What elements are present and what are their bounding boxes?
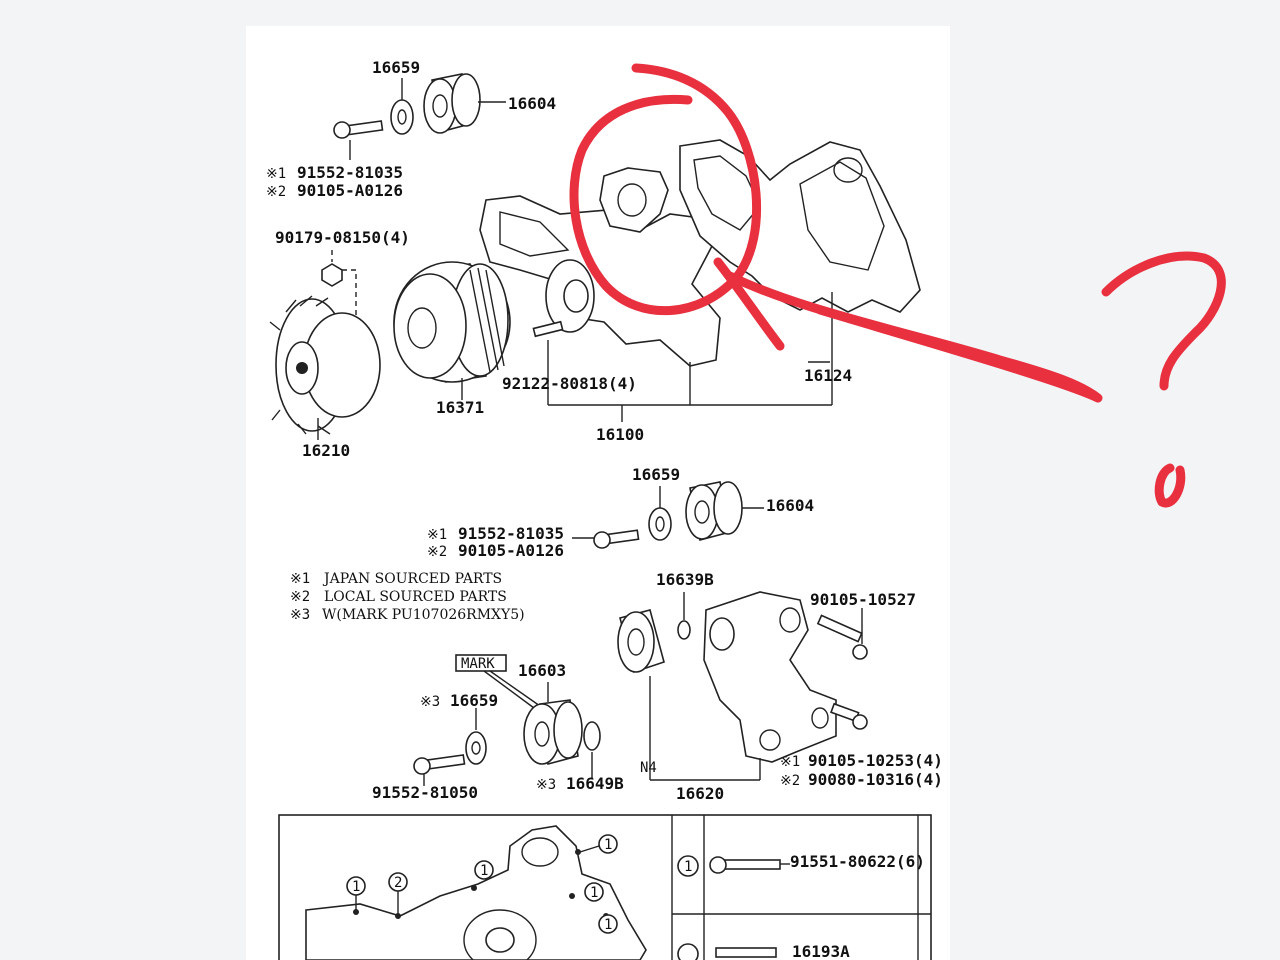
red-annotation — [569, 63, 1226, 508]
callout-1-c: 1 — [604, 837, 612, 853]
note-japan-sourced: JAPAN SOURCED PARTS — [322, 571, 502, 587]
label-bolt-a-1: 91552-81035 — [297, 163, 403, 182]
bolt-90105-10527 — [816, 614, 868, 660]
annotation-question-dot — [1154, 463, 1186, 508]
washer-16659-top — [390, 99, 414, 135]
fan-clutch-16210 — [269, 295, 381, 435]
mark-2-mid: ※2 — [427, 544, 447, 560]
mark-2-bracket: ※2 — [780, 773, 800, 789]
label-lower-16659: 16659 — [450, 691, 498, 710]
label-idler-16639b: 16639B — [656, 570, 714, 589]
idler-16604-mid — [685, 481, 743, 541]
label-gasket: 16124 — [804, 366, 852, 385]
label-stud: 92122-80818(4) — [502, 374, 637, 393]
label-n4: N4 — [640, 760, 657, 776]
water-pump-group: 92122-80818(4) 16100 16124 — [479, 139, 921, 444]
label-bolt-c-1: 90105-10253(4) — [808, 751, 943, 770]
callout-1-a: 1 — [352, 879, 360, 895]
bolt-90105-10253 — [830, 702, 868, 730]
notes-legend: ※1 JAPAN SOURCED PARTS ※2 LOCAL SOURCED … — [290, 571, 525, 623]
callout-1-f: 1 — [684, 859, 692, 875]
label-fan-clutch: 16210 — [302, 441, 350, 460]
label-idler-16603: 16603 — [518, 661, 566, 680]
bracket-16620 — [703, 591, 837, 763]
note-mark: W(MARK PU107026RMXY5) — [322, 607, 525, 623]
nut-icon — [321, 263, 343, 287]
mark-1-mid: ※1 — [427, 527, 447, 543]
label-mid-16659: 16659 — [632, 465, 680, 484]
label-top-16659: 16659 — [372, 58, 420, 77]
gasket-16124 — [679, 139, 921, 313]
label-bolt-10527: 90105-10527 — [810, 590, 916, 609]
pump-outline-detail — [305, 825, 647, 960]
callout-1-b: 1 — [480, 863, 488, 879]
annotation-circle — [569, 63, 762, 316]
washer-16659-lower — [465, 731, 487, 765]
label-bolt-a-2: 90105-A0126 — [297, 181, 403, 200]
stud-92122 — [532, 320, 564, 338]
mark-1-top: ※1 — [266, 166, 286, 182]
washer-16649b — [583, 721, 601, 751]
label-bolt-b-1: 91552-81035 — [458, 524, 564, 543]
label-mid-16604: 16604 — [766, 496, 814, 515]
note-local-sourced: LOCAL SOURCED PARTS — [324, 589, 507, 605]
tensioner-group: 16639B 90105-10527 N4 16620 ※1 — [617, 570, 943, 803]
annotation-question-mark — [1101, 251, 1226, 391]
lower-idler-group: MARK 16603 ※3 16659 91552-81050 ※3 16649… — [372, 654, 624, 802]
washer-16639b — [677, 620, 691, 640]
label-bolt-80622: 91551-80622(6) — [790, 852, 925, 871]
label-mark: MARK — [461, 656, 495, 672]
label-pump-assy: 16100 — [596, 425, 644, 444]
callout-2: 2 — [394, 875, 402, 891]
label-bracket-16620: 16620 — [676, 784, 724, 803]
part-16193a-icon — [715, 947, 777, 958]
callout-1-e: 1 — [604, 917, 612, 933]
idler-16639b — [617, 609, 665, 674]
idler-16604-top — [423, 73, 481, 134]
bolt-91551-80622 — [709, 856, 781, 874]
mark-3-washer: ※3 — [536, 777, 556, 793]
top-idler-group: 16659 16604 ※1 91552-81035 ※2 90105-A012… — [266, 58, 556, 200]
mark-1-note: ※1 — [290, 571, 310, 587]
label-bolt-81050: 91552-81050 — [372, 783, 478, 802]
annotation-arrow — [713, 257, 1103, 403]
label-nut: 90179-08150(4) — [275, 228, 410, 247]
idler-16603 — [523, 699, 583, 766]
pulley-16371 — [393, 261, 511, 383]
callouts: 1 2 1 1 1 1 1 — [346, 834, 699, 960]
mark-2-note: ※2 — [290, 589, 310, 605]
fan-clutch-group: 90179-08150(4) 16210 16371 — [269, 228, 511, 460]
callout-1-d: 1 — [590, 885, 598, 901]
middle-idler-group: 16659 16604 ※1 91552-81035 ※2 90105-A012… — [427, 465, 814, 560]
bolt-91552-81050 — [413, 754, 466, 775]
washer-16659-mid — [648, 507, 672, 541]
mark-3-lower: ※3 — [420, 694, 440, 710]
mark-2-top: ※2 — [266, 184, 286, 200]
mark-box — [455, 654, 507, 672]
mark-1-bracket: ※1 — [780, 754, 800, 770]
label-pulley: 16371 — [436, 398, 484, 417]
label-top-16604: 16604 — [508, 94, 556, 113]
label-bolt-b-2: 90105-A0126 — [458, 541, 564, 560]
bolt-91552-81035-mid — [593, 529, 640, 549]
mark-3-note: ※3 — [290, 607, 310, 623]
bolt-91552-81035-top — [333, 120, 384, 139]
label-part-16193a: 16193A — [792, 942, 850, 960]
bolt-detail-box: 1 2 1 1 1 1 1 91551-80622(6) 16193A — [278, 814, 932, 960]
label-washer-16649b: 16649B — [566, 774, 624, 793]
label-bolt-c-2: 90080-10316(4) — [808, 770, 943, 789]
